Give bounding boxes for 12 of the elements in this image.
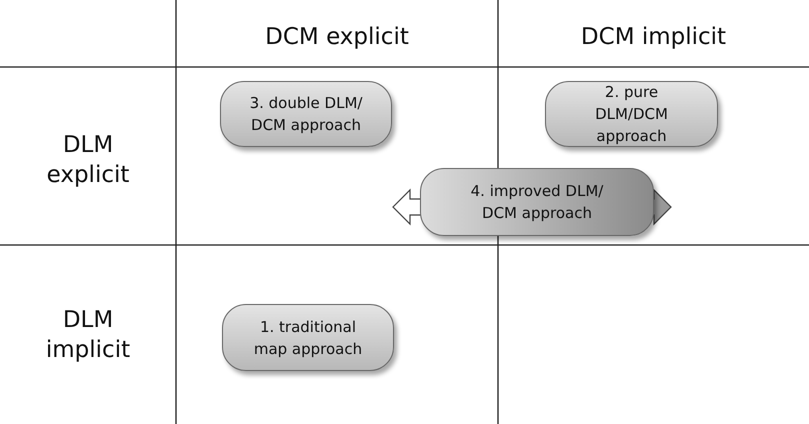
rounded-box [222,304,394,371]
box-text: 4. improved DLM/ DCM approach [470,181,604,224]
column-header: DCM explicit [264,23,410,52]
rounded-box [545,81,718,147]
column-header: DCM implicit [580,23,728,52]
row-header: DLM explicit [46,131,130,190]
rounded-box [420,168,654,236]
box-text: 2. pure DLM/DCM approach [594,82,669,147]
box-text: 1. traditional map approach [252,316,364,360]
box-text: 3. double DLM/ DCM approach [248,93,364,136]
row-header: DLM implicit [44,306,132,365]
rounded-box [220,81,392,147]
